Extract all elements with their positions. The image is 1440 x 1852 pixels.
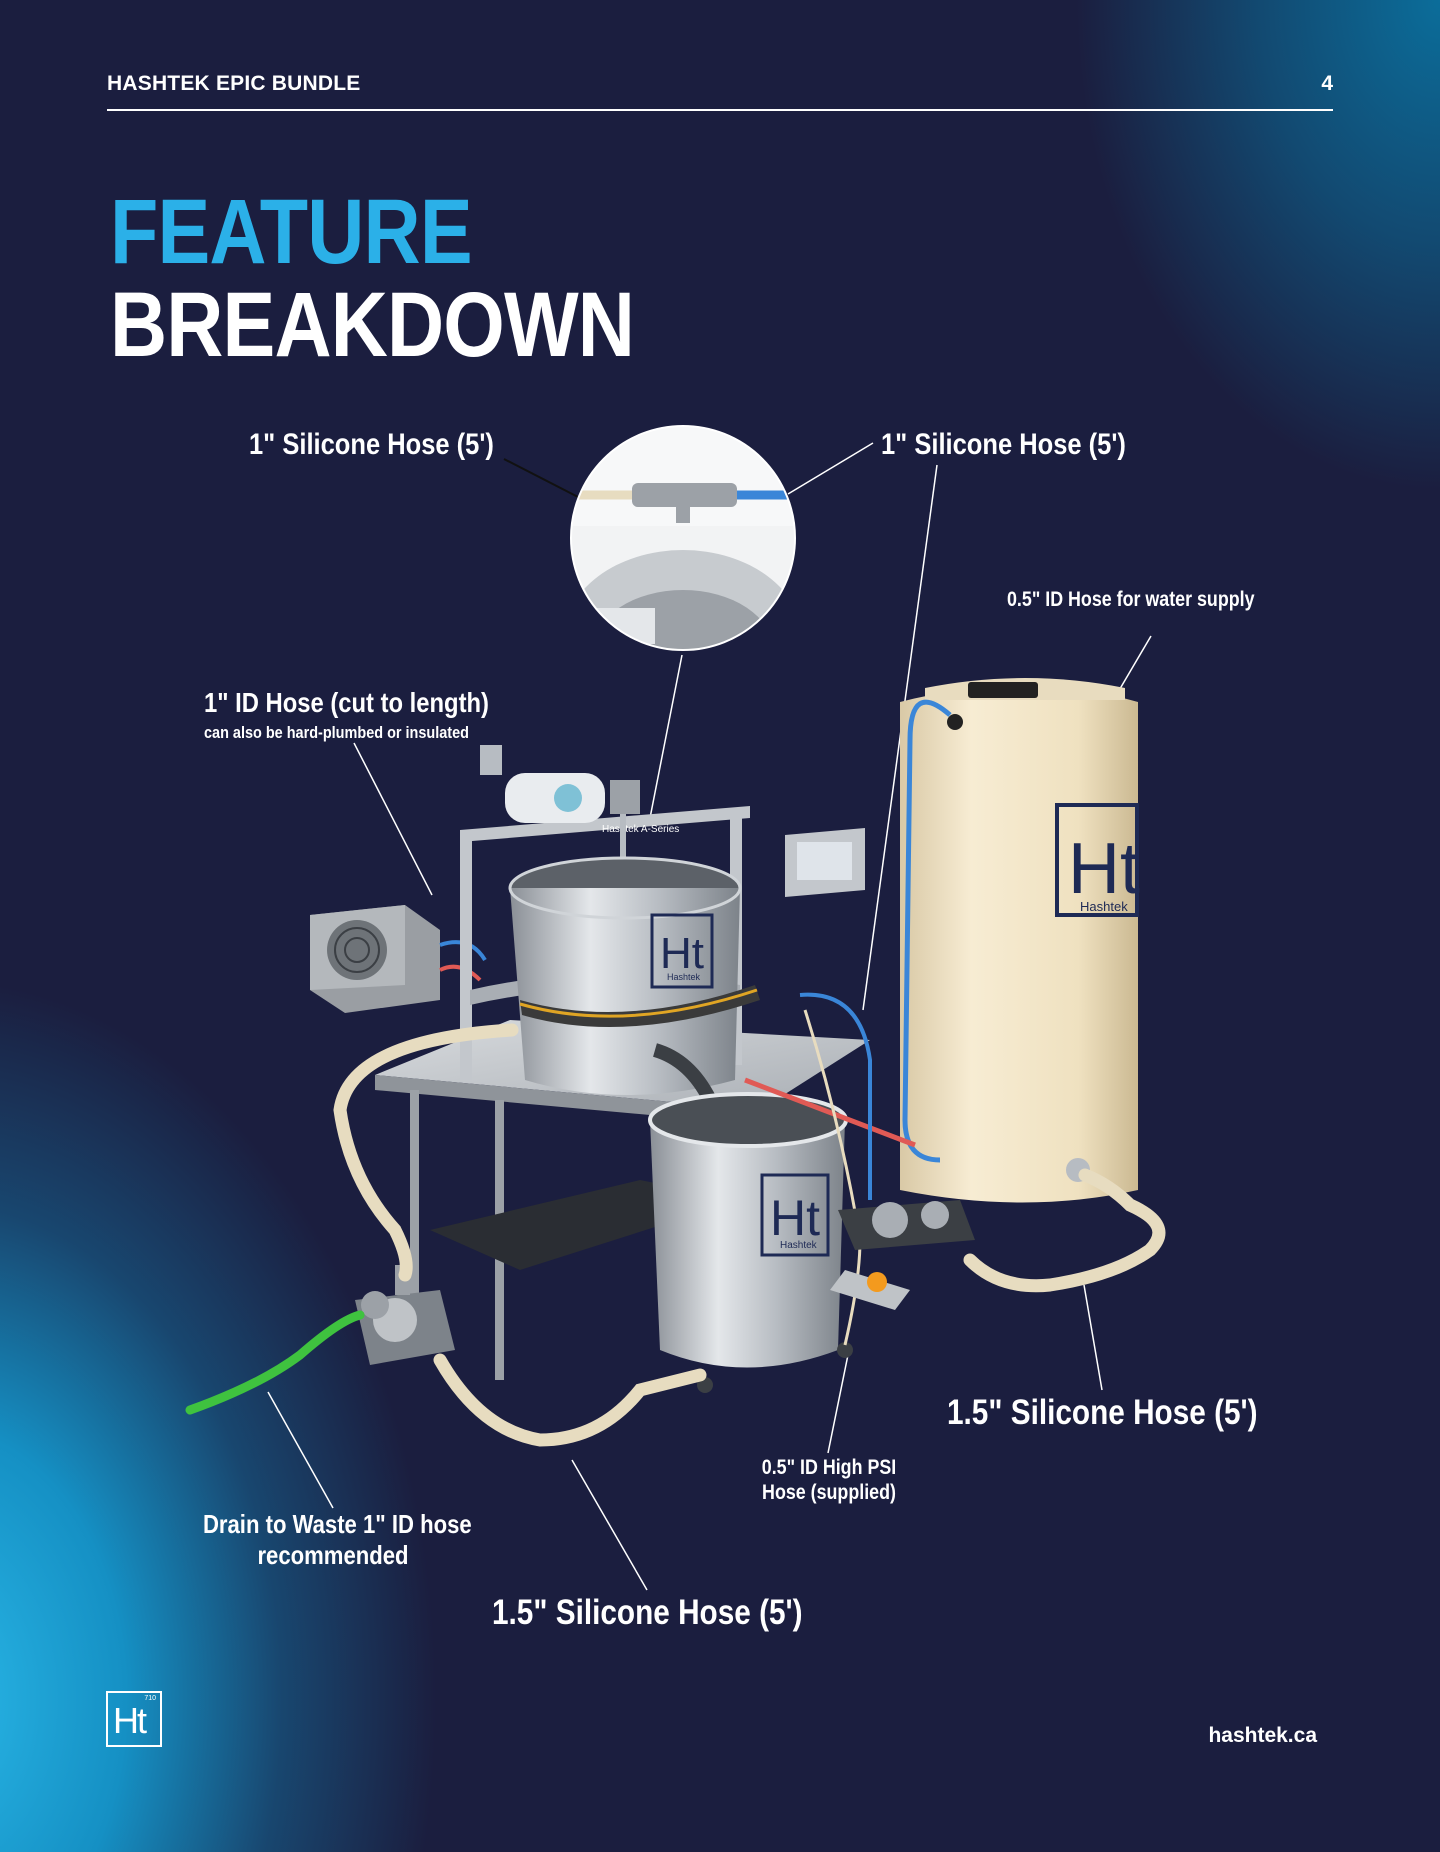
title-breakdown: BREAKDOWN [110, 274, 635, 376]
label-silicone-bottom: 1.5" Silicone Hose (5') [492, 1593, 803, 1632]
label-hose-top-left: 1" Silicone Hose (5') [249, 428, 494, 461]
label-hose-top-right: 1" Silicone Hose (5') [881, 428, 1126, 461]
page-number: 4 [1321, 72, 1333, 95]
label-high-psi: 0.5" ID High PSI Hose (supplied) [750, 1455, 908, 1505]
main-kettle: Ht Hashtek [508, 856, 760, 1104]
svg-text:Hashtek: Hashtek [1080, 899, 1128, 914]
drain-hose [185, 1310, 365, 1415]
control-panel [785, 828, 865, 897]
ac-unit [310, 905, 487, 1013]
header-title: HASHTEK EPIC BUNDLE [107, 72, 361, 95]
svg-text:Ht: Ht [660, 929, 704, 978]
water-tank: Ht Hashtek [900, 678, 1140, 1203]
footer-logo: Ht 710 [106, 1691, 162, 1747]
footer-logo-text: Ht [113, 1700, 147, 1741]
label-id-hose: 1" ID Hose (cut to length) can also be h… [204, 688, 489, 748]
agitator-motor [480, 745, 640, 874]
label-id-hose-sub: can also be hard-plumbed or insulated [204, 723, 469, 742]
footer-logo-number: 710 [144, 1695, 156, 1702]
label-drain-line2: recommended [257, 1540, 409, 1570]
label-silicone-right: 1.5" Silicone Hose (5') [947, 1393, 1258, 1432]
svg-text:Hashtek: Hashtek [780, 1240, 818, 1251]
label-drain: Drain to Waste 1" ID hose recommended [202, 1509, 472, 1571]
svg-text:Hashtek A-Series: Hashtek A-Series [602, 824, 679, 835]
collection-kettle: Ht Hashtek [648, 1092, 853, 1393]
detail-inset [570, 425, 796, 651]
label-high-psi-line2: Hose (supplied) [762, 1481, 896, 1504]
label-high-psi-line1: 0.5" ID High PSI [761, 1456, 897, 1479]
header-divider [107, 109, 1333, 111]
pump-right [830, 1200, 975, 1310]
label-drain-line1: Drain to Waste 1" ID hose [202, 1509, 472, 1539]
label-id-hose-title: 1" ID Hose (cut to length) [204, 687, 489, 718]
svg-text:Hashtek: Hashtek [667, 972, 701, 982]
label-water-supply: 0.5" ID Hose for water supply [1007, 588, 1255, 611]
title-feature: FEATURE [110, 181, 473, 283]
silicone-hoses [333, 1023, 1166, 1447]
svg-text:Ht: Ht [770, 1190, 820, 1246]
footer-url[interactable]: hashtek.ca [1208, 1724, 1317, 1747]
svg-text:Ht: Ht [1068, 829, 1140, 909]
